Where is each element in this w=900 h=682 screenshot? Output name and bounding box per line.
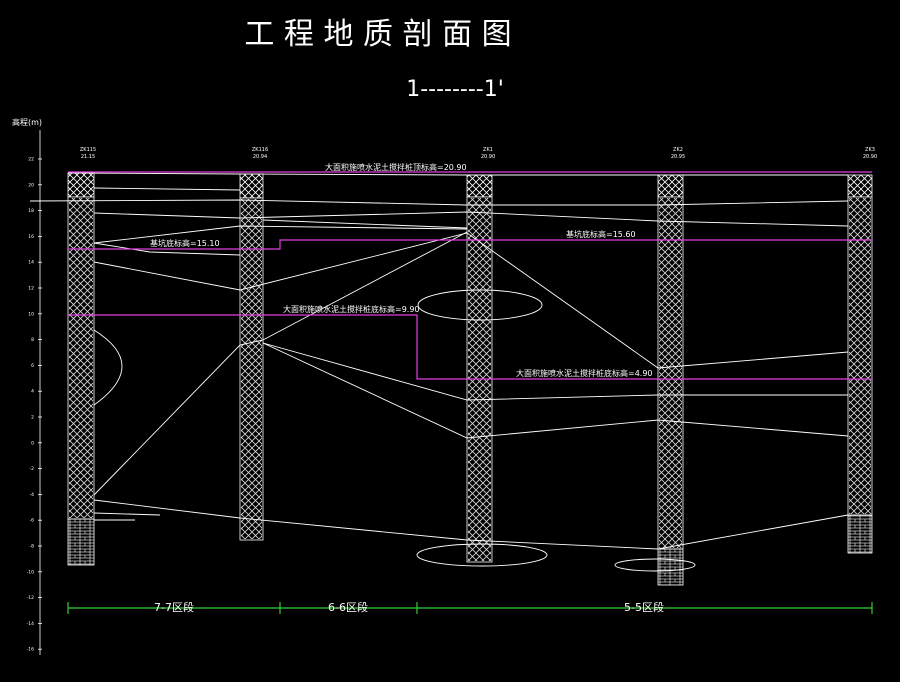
elevation-tick-label: 2 [31, 415, 34, 421]
elevation-tick-label: 16 [28, 234, 34, 240]
borehole-id: ZK2 [673, 147, 683, 153]
elevation-tick-label: -14 [27, 621, 34, 627]
elevation-tick-label: 22 [28, 157, 34, 163]
design-lines [68, 171, 872, 380]
borehole-id: ZK116 [252, 147, 268, 153]
elevation-tick-label: 14 [28, 260, 34, 266]
elevation-tick-label: 20 [28, 182, 34, 188]
elevation-tick-label: -8 [30, 544, 35, 550]
borehole-zk2: ZK2 20.95 [657, 147, 685, 586]
elevation-tick-label: 12 [28, 286, 34, 292]
elevation-tick-label: -2 [30, 466, 35, 472]
borehole-elevation: 21.15 [81, 154, 95, 160]
borehole-zk116: ZK116 20.94 [239, 147, 268, 541]
zone-label: 5-5区段 [624, 600, 664, 614]
axis-label: 高程(m) [12, 117, 42, 127]
elevation-tick-label: 6 [31, 363, 34, 369]
drawing-title: 工 程 地 质 剖 面 图 [244, 17, 511, 52]
base-right-note: 基坑底标高=15.60 [566, 229, 636, 239]
elevation-tick-label: 18 [28, 208, 34, 214]
elevation-tick-label: -12 [27, 595, 34, 601]
elevation-tick-label: 0 [31, 440, 34, 446]
pile-bottom-left-note: 大面积施喷水泥土搅拌桩底标高=9.90 [283, 304, 420, 314]
zone-label: 7-7区段 [154, 600, 194, 614]
borehole-elevation: 20.95 [671, 154, 685, 160]
elevation-tick-label: -6 [30, 518, 35, 524]
zone-ruler [67, 602, 873, 614]
zone-label: 6-6区段 [328, 600, 368, 614]
pile-bottom-right-note: 大面积施喷水泥土搅拌桩底标高=4.90 [516, 368, 653, 378]
borehole-id: ZK1 [483, 147, 493, 153]
borehole-elevation: 20.90 [863, 154, 877, 160]
borehole-elevation: 20.90 [481, 154, 495, 160]
elevation-tick-label: 4 [31, 389, 34, 395]
section-label: 1--------1' [406, 77, 504, 102]
elevation-tick-label: 8 [31, 337, 34, 343]
borehole-zk3: ZK3 20.90 [847, 147, 877, 554]
elevation-tick-label: 10 [28, 311, 34, 317]
borehole-zk115: ZK115 21.15 [67, 147, 96, 566]
stratum-boundaries [29, 172, 849, 572]
elevation-tick-label: -4 [30, 492, 35, 498]
elevation-tick-label: -16 [27, 647, 34, 653]
elevation-tick-label: -10 [27, 569, 34, 575]
borehole-id: ZK3 [865, 147, 875, 153]
borehole-zk1: ZK1 20.90 [466, 147, 495, 563]
borehole-elevation: 20.94 [253, 154, 267, 160]
top-elevation-note: 大面积施喷水泥土搅拌桩顶标高=20.90 [325, 162, 467, 172]
borehole-id: ZK115 [80, 147, 96, 153]
base-left-note: 基坑底标高=15.10 [150, 238, 220, 248]
